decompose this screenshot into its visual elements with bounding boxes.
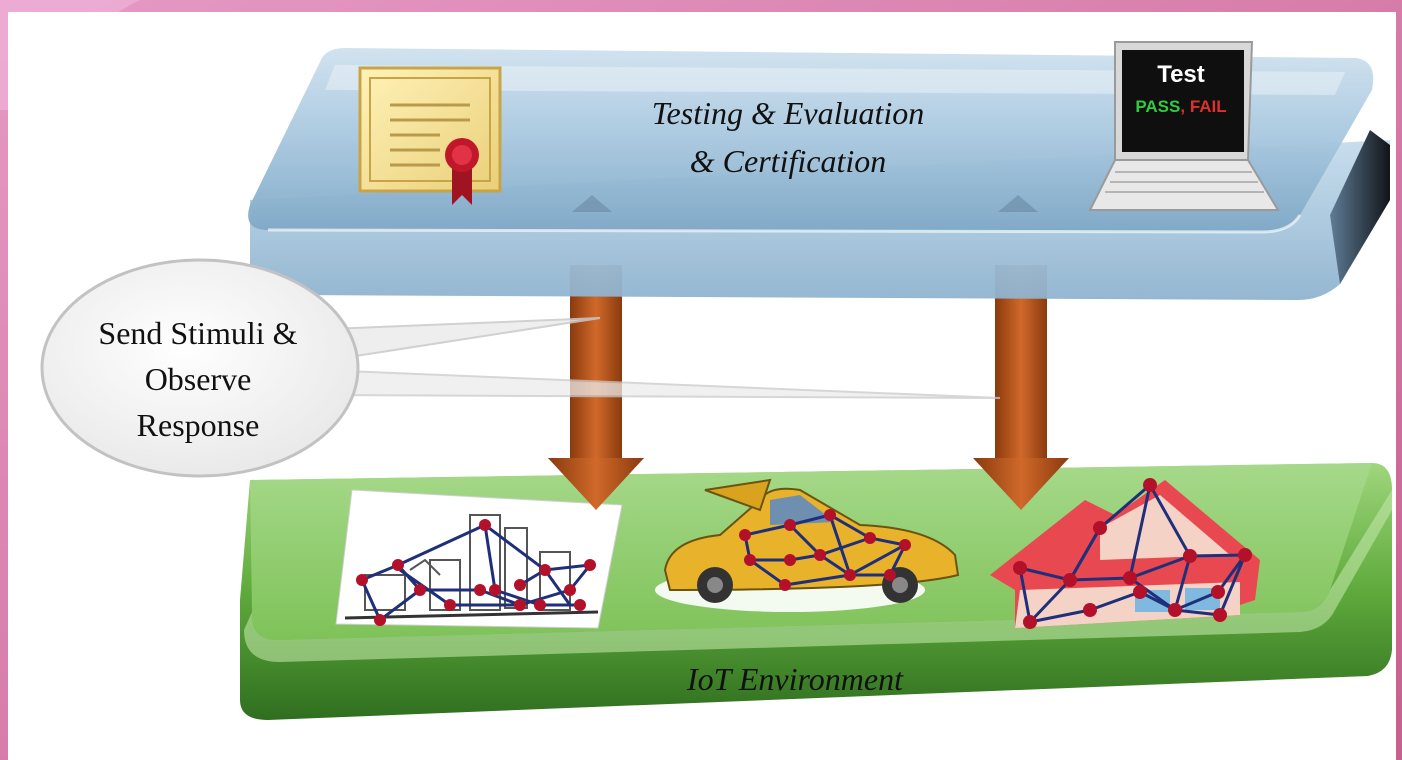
status-separator: , bbox=[1180, 97, 1185, 116]
laptop-screen-title: Test bbox=[1157, 61, 1205, 88]
pass-label: PASS bbox=[1135, 97, 1180, 116]
callout-bubble bbox=[40, 258, 1001, 478]
testing-evaluation-title-line1: Testing & Evaluation bbox=[652, 95, 925, 131]
laptop-icon: Test PASS, FAIL bbox=[1088, 41, 1280, 211]
iot-environment-label: IoT Environment bbox=[686, 661, 904, 697]
callout-line3: Response bbox=[137, 407, 260, 443]
callout-line1: Send Stimuli & bbox=[98, 315, 297, 351]
callout-line2: Observe bbox=[145, 361, 252, 397]
city-network-icon bbox=[335, 489, 623, 629]
certificate-icon bbox=[358, 66, 502, 205]
down-arrow-right bbox=[973, 265, 1069, 510]
testing-evaluation-title-line2: & Certification bbox=[690, 143, 886, 179]
house-network-icon bbox=[990, 478, 1260, 629]
fail-label: FAIL bbox=[1190, 97, 1227, 116]
laptop-status-line: PASS, FAIL bbox=[1135, 97, 1226, 116]
car-network-icon bbox=[655, 478, 960, 612]
down-arrow-left bbox=[548, 265, 644, 510]
